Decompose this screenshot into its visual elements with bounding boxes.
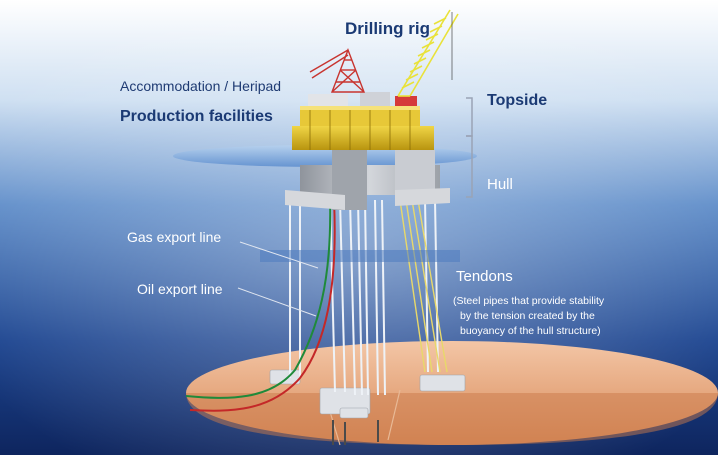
hull-structure <box>285 150 450 210</box>
drilling-derrick <box>309 48 366 93</box>
gas-export-line-label: Gas export line <box>127 229 222 245</box>
gas-leader <box>239 241 319 269</box>
oil-export-pipe <box>189 199 336 412</box>
crane <box>397 9 459 97</box>
gas-export-pipe <box>185 199 332 399</box>
anchor-foundations <box>269 369 466 419</box>
seabed-edge <box>186 393 718 445</box>
tendons-description-line-1: (Steel pipes that provide stability <box>453 295 605 307</box>
accommodation-label: Accommodation / Heripad <box>120 78 282 94</box>
depth-break <box>260 250 460 262</box>
topside-deck <box>292 92 434 150</box>
tendons-label: Tendons <box>456 268 513 285</box>
tendons-description-line-3: buoyancy of the hull structure) <box>460 325 601 337</box>
topside-label: Topside <box>487 92 548 109</box>
section-brackets <box>466 97 473 198</box>
drilling-rig-label: Drilling rig <box>345 19 430 38</box>
pile-stubs <box>332 420 379 445</box>
yellow-tendons <box>399 199 448 373</box>
oil-leader <box>237 287 317 317</box>
tendon-pipes <box>289 195 439 396</box>
tendons-description-line-2: by the tension created by the <box>460 310 595 322</box>
oil-export-line-label: Oil export line <box>137 281 223 297</box>
production-facilities-label: Production facilities <box>120 108 273 125</box>
hull-label: Hull <box>487 176 513 193</box>
